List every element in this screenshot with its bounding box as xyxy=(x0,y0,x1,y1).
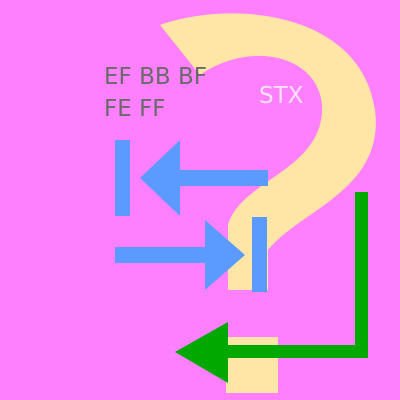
tab-right-arrow-icon xyxy=(115,217,267,292)
tab-right-arrow xyxy=(115,220,245,290)
tab-left-arrow-icon xyxy=(115,140,268,216)
tab-left-bar xyxy=(115,140,130,216)
return-arrow-icon xyxy=(175,192,368,383)
return-arrow xyxy=(175,192,368,383)
question-mark-hook xyxy=(160,13,376,290)
bom-bytes-line-2: FE FF xyxy=(104,96,166,122)
stx-label: STX xyxy=(259,83,304,109)
tab-right-bar xyxy=(252,217,267,292)
bom-bytes-line-1: EF BB BF xyxy=(104,64,207,90)
tab-left-arrow xyxy=(140,140,268,216)
